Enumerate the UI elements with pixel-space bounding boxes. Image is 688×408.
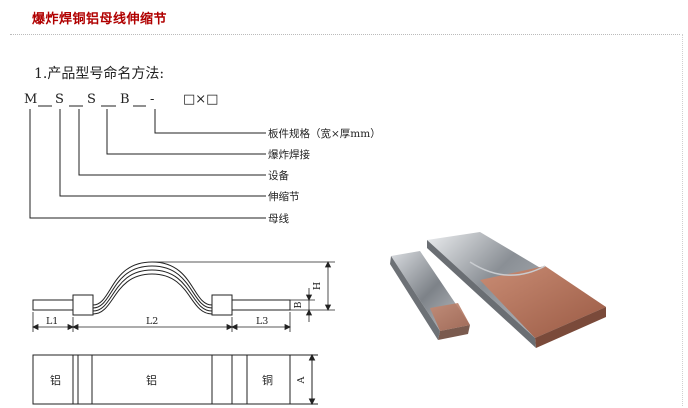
code-s2: S xyxy=(87,92,96,107)
right-divider xyxy=(682,34,683,406)
code-b: B xyxy=(120,92,130,107)
legend-equipment: 设备 xyxy=(268,169,289,182)
wide-plate-copper xyxy=(480,266,606,338)
plan-cell-al-left: 铝 xyxy=(50,373,61,387)
height-dimensions xyxy=(152,261,335,322)
dim-h: H xyxy=(312,282,323,290)
product-photo xyxy=(390,232,606,348)
legend-leaders xyxy=(29,105,266,219)
dim-a: A xyxy=(296,376,307,384)
legend-labels: 板件规格（宽×厚mm） 爆炸焊接 设备 伸缩节 母线 xyxy=(268,127,381,225)
model-code: M S S B - □×□ xyxy=(24,92,218,107)
dim-l1: L1 xyxy=(46,316,58,327)
narrow-plate-side xyxy=(390,256,440,340)
length-dimensions xyxy=(32,312,291,332)
code-dash: - xyxy=(150,92,154,107)
legend-busbar: 母线 xyxy=(268,212,289,225)
code-s1: S xyxy=(55,92,64,107)
legend-plate-spec: 板件规格（宽×厚mm） xyxy=(268,127,381,140)
dim-l2: L2 xyxy=(146,316,158,327)
legend-explosion-welding: 爆炸焊接 xyxy=(268,148,310,161)
plan-cell-al-middle: 铝 xyxy=(146,373,157,387)
code-m: M xyxy=(24,92,37,107)
legend-expansion-joint: 伸缩节 xyxy=(268,190,300,203)
code-spec: □×□ xyxy=(183,92,218,107)
naming-heading: 1.产品型号命名方法: xyxy=(34,65,164,82)
elevation-view xyxy=(32,261,291,316)
page-title: 爆炸焊铜铝母线伸缩节 xyxy=(32,12,168,27)
wide-plate-side xyxy=(427,240,536,348)
dim-b: B xyxy=(293,301,304,308)
dim-l3: L3 xyxy=(256,316,268,327)
plan-view xyxy=(32,353,318,406)
narrow-plate-edge xyxy=(438,325,470,340)
narrow-plate-copper xyxy=(430,303,470,331)
plan-cell-cu-right: 铜 xyxy=(262,373,273,387)
title-divider xyxy=(10,34,680,35)
weld-seam xyxy=(469,261,546,276)
wide-plate-edge xyxy=(535,307,606,348)
